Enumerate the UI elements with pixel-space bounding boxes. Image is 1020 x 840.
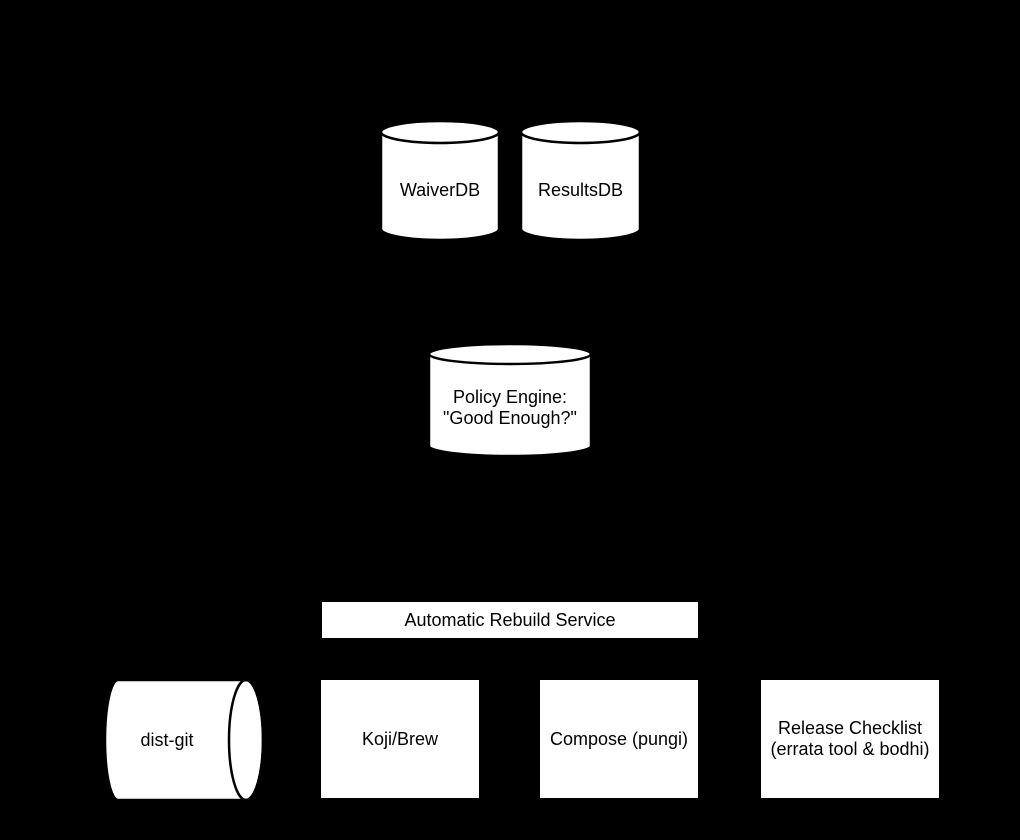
release-checklist-node: Release Checklist (errata tool & bodhi) — [761, 680, 939, 798]
koji-brew-label: Koji/Brew — [361, 728, 439, 749]
dist-git-node: dist-git — [103, 678, 265, 802]
policy-engine-node: Policy Engine: "Good Enough?" — [427, 342, 593, 458]
horizontal-cylinder-icon — [103, 678, 265, 802]
database-cylinder-icon — [379, 119, 501, 242]
rebuild-service-node: Automatic Rebuild Service — [322, 602, 698, 638]
policy-engine-label: Policy Engine: "Good Enough?" — [443, 387, 577, 428]
release-checklist-label: Release Checklist (errata tool & bodhi) — [770, 718, 930, 759]
resultsdb-node: ResultsDB — [519, 119, 642, 242]
resultsdb-label: ResultsDB — [537, 180, 624, 200]
waiverdb-label: WaiverDB — [399, 180, 481, 200]
rebuild-service-label: Automatic Rebuild Service — [404, 609, 616, 630]
database-cylinder-icon — [519, 119, 642, 242]
waiverdb-node: WaiverDB — [379, 119, 501, 242]
dist-git-label: dist-git — [140, 729, 194, 750]
compose-label: Compose (pungi) — [549, 728, 689, 749]
koji-brew-node: Koji/Brew — [321, 680, 479, 798]
database-cylinder-icon — [427, 342, 593, 458]
compose-node: Compose (pungi) — [540, 680, 698, 798]
